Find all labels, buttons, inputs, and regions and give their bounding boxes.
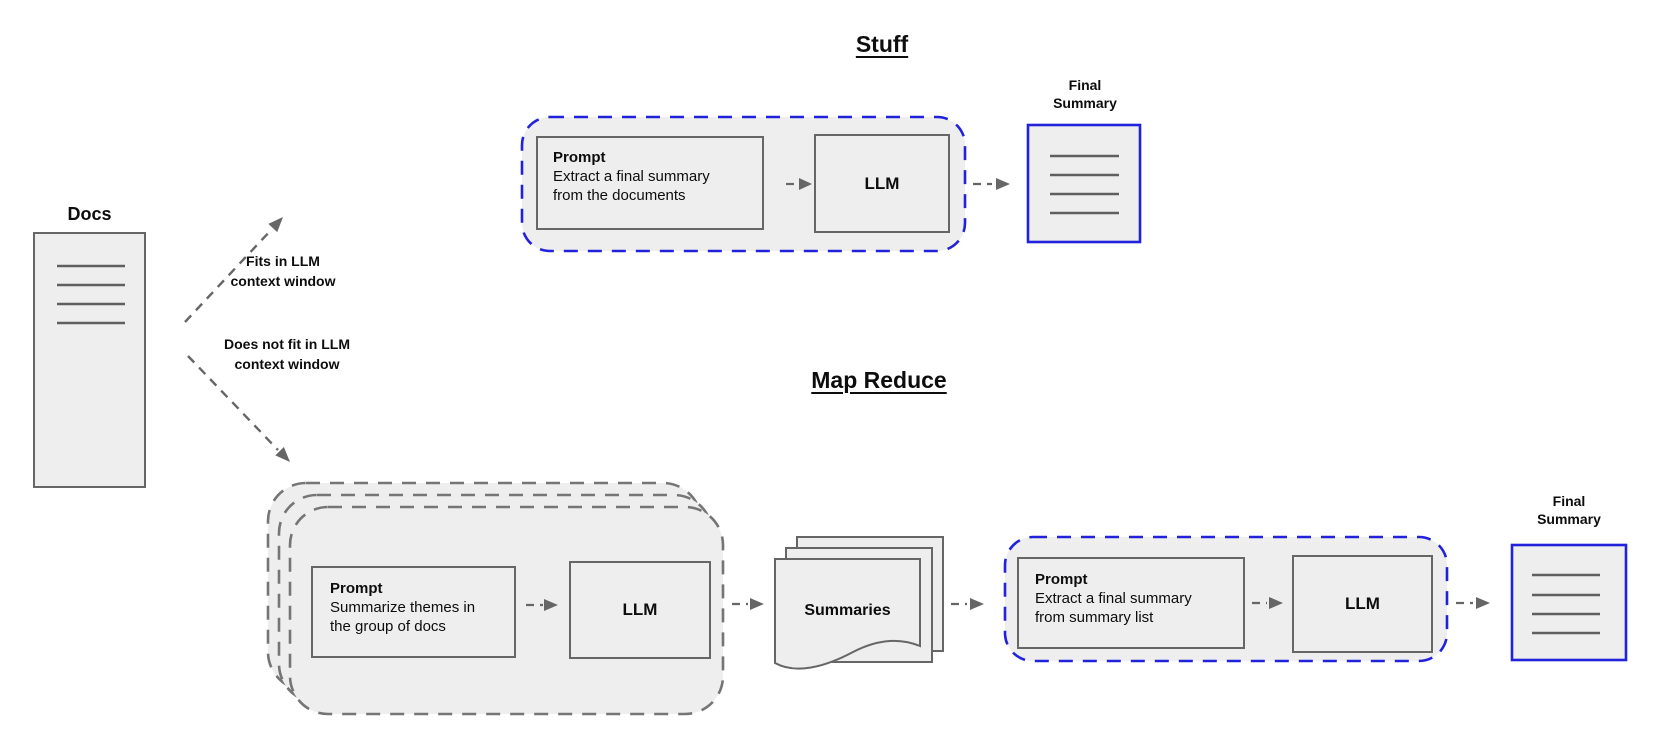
stuff-prompt-box xyxy=(536,136,764,230)
stuff-final-summary-body xyxy=(1026,123,1142,244)
stuff-prompt-title: Prompt xyxy=(553,149,606,166)
reduce-prompt-to-llm-arrow xyxy=(1252,597,1283,609)
reduce-prompt-body: Extract a final summary from summary lis… xyxy=(1035,590,1192,626)
fits-branch-arrow xyxy=(184,217,283,323)
docs-document-body xyxy=(33,232,146,488)
fits-branch-label: Fits in LLM context window xyxy=(230,253,336,289)
docs-document-icon xyxy=(33,232,146,488)
does-not-fit-branch-arrow xyxy=(187,355,290,462)
map-prompt-box xyxy=(311,566,516,658)
map-llm-label: LLM xyxy=(622,600,658,619)
map-reduce-title: Map Reduce xyxy=(811,367,947,393)
does-not-fit-branch-label: Does not fit in LLM context window xyxy=(224,336,350,372)
summaries-stack-icon xyxy=(774,536,944,670)
reduce-final-summary-document-icon xyxy=(1510,543,1628,662)
map-prompt-to-llm-arrow xyxy=(526,599,558,611)
reduce-llm-box xyxy=(1292,555,1433,653)
docs-text-lines xyxy=(57,264,125,325)
stuff-llm-box xyxy=(814,134,950,233)
summaries-to-reduce-arrow xyxy=(951,598,984,610)
summaries-label: Summaries xyxy=(804,602,891,619)
reduce-prompt-box xyxy=(1017,557,1245,649)
reduce-prompt-title: Prompt xyxy=(1035,571,1088,588)
summaries-sheet-front xyxy=(774,558,921,670)
reduce-llm-label: LLM xyxy=(1345,594,1380,613)
stuff-title: Stuff xyxy=(855,31,909,57)
stuff-final-summary-document-icon xyxy=(1026,123,1142,244)
stuff-final-summary-lines xyxy=(1050,154,1119,215)
stuff-llm-to-summary-arrow xyxy=(973,178,1010,190)
map-to-summaries-arrow xyxy=(732,598,764,610)
reduce-final-summary-body xyxy=(1510,543,1628,662)
map-prompt-text: Prompt Summarize themes in the group of … xyxy=(330,579,510,636)
stuff-prompt-text: Prompt Extract a final summary from the … xyxy=(553,148,753,205)
reduce-to-summary-arrow xyxy=(1456,597,1490,609)
stuff-final-summary-label: Final Summary xyxy=(1053,77,1117,111)
reduce-final-summary-label: Final Summary xyxy=(1537,493,1601,527)
stuff-prompt-to-llm-arrow xyxy=(786,178,812,190)
reduce-prompt-text: Prompt Extract a final summary from summ… xyxy=(1035,570,1240,627)
stuff-prompt-body: Extract a final summary from the documen… xyxy=(553,168,710,204)
map-prompt-body: Summarize themes in the group of docs xyxy=(330,599,476,635)
reduce-final-summary-lines xyxy=(1532,573,1600,635)
docs-label: Docs xyxy=(67,204,112,224)
map-prompt-title: Prompt xyxy=(330,580,383,597)
stuff-llm-label: LLM xyxy=(864,173,900,193)
map-llm-box xyxy=(569,561,711,659)
